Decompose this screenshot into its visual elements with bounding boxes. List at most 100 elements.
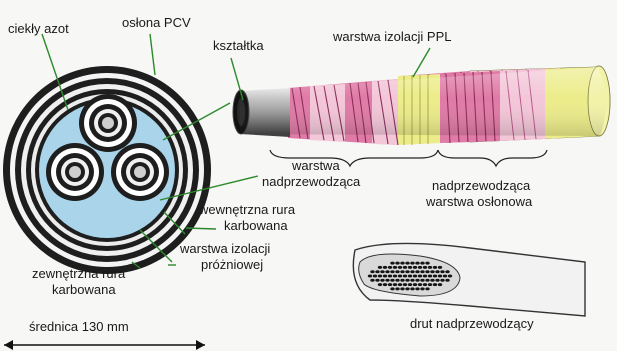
wire-filament	[405, 262, 409, 265]
wire-filament	[440, 279, 444, 282]
wire-filament	[390, 279, 394, 282]
wire-filament	[395, 287, 399, 290]
wire-filament	[400, 279, 404, 282]
label-outer-pipe-line1: zewnętrzna rura	[32, 266, 126, 281]
wire-filament	[438, 283, 442, 286]
label-shield-layer-line2: warstwa osłonowa	[425, 194, 533, 209]
wire-filament	[423, 266, 427, 269]
wire-filament	[423, 283, 427, 286]
wire-filament	[398, 283, 402, 286]
wire-filament	[398, 266, 402, 269]
wire-filament	[420, 287, 424, 290]
shield-layer-brace	[438, 150, 547, 166]
wire-filament	[445, 270, 449, 273]
wire-filament	[390, 262, 394, 265]
wire-filament	[420, 279, 424, 282]
wire-filament	[413, 275, 417, 278]
wire-filament	[400, 287, 404, 290]
label-inner-pipe-line2: karbowana	[224, 218, 288, 233]
wire-filament	[380, 279, 384, 282]
wire-filament	[435, 270, 439, 273]
wire-filament	[380, 270, 384, 273]
superconducting-wire	[353, 243, 585, 316]
wire-filament	[415, 279, 419, 282]
wire-filament	[408, 275, 412, 278]
wire-filament	[420, 262, 424, 265]
wire-filament	[425, 287, 429, 290]
wire-filament	[410, 270, 414, 273]
wire-filament	[388, 266, 392, 269]
label-shield-layer-line1: nadprzewodząca	[432, 178, 531, 193]
wire-filament	[383, 283, 387, 286]
wire-filament	[375, 270, 379, 273]
wire-filament	[403, 275, 407, 278]
label-superconducting-layer-line2: nadprzewodząca	[262, 174, 361, 189]
cable-core-top	[79, 94, 137, 152]
label-outer-pipe-line2: karbowana	[52, 282, 116, 297]
wire-filament	[393, 275, 397, 278]
wire-filament	[370, 279, 374, 282]
label-vacuum-insulation-line2: próżniowej	[201, 257, 263, 272]
wire-filament	[423, 275, 427, 278]
wire-filament	[383, 266, 387, 269]
wire-filament	[408, 283, 412, 286]
cable-core-right	[111, 143, 169, 201]
wire-filament	[420, 270, 424, 273]
label-diameter: średnica 130 mm	[29, 319, 129, 334]
label-superconducting-wire: drut nadprzewodzący	[410, 316, 534, 331]
wire-filament	[390, 287, 394, 290]
wire-filament	[415, 270, 419, 273]
label-vacuum-insulation-line1: warstwa izolacji	[179, 241, 270, 256]
wire-filament	[418, 266, 422, 269]
wire-filament	[395, 262, 399, 265]
wire-filament	[393, 266, 397, 269]
wire-filament	[430, 270, 434, 273]
wire-filament	[413, 283, 417, 286]
wire-filament	[433, 275, 437, 278]
wire-filament	[385, 270, 389, 273]
wire-filament	[435, 279, 439, 282]
label-superconducting-layer-line1: warstwa	[291, 158, 340, 173]
label-inner-pipe-line1: wewnętrzna rura	[198, 202, 296, 217]
wire-filament	[425, 262, 429, 265]
label-liquid-nitrogen: ciekły azot	[8, 21, 69, 36]
wire-filament	[388, 275, 392, 278]
wire-filament	[438, 266, 442, 269]
wire-filament	[373, 275, 377, 278]
wire-filament	[415, 262, 419, 265]
wire-filament	[393, 283, 397, 286]
wire-filament	[418, 275, 422, 278]
wire-filament	[370, 270, 374, 273]
label-former: kształtka	[213, 38, 264, 53]
wire-filament	[425, 270, 429, 273]
wire-filament	[415, 287, 419, 290]
wire-filament	[368, 275, 372, 278]
wire-filament	[395, 279, 399, 282]
cable-core-left	[46, 143, 104, 201]
wire-filament	[410, 287, 414, 290]
wire-filament	[448, 275, 452, 278]
wire-filament	[405, 279, 409, 282]
diameter-dimension	[4, 340, 205, 350]
wire-filament	[378, 283, 382, 286]
wire-filament	[405, 270, 409, 273]
wire-filament	[378, 275, 382, 278]
label-pvc-sheath: osłona PCV	[122, 15, 191, 30]
wire-filament	[440, 270, 444, 273]
wire-filament	[430, 279, 434, 282]
wire-filament	[390, 270, 394, 273]
wire-filament	[410, 279, 414, 282]
wire-filament	[418, 283, 422, 286]
wire-filament	[428, 275, 432, 278]
wire-filament	[385, 279, 389, 282]
wire-filament	[383, 275, 387, 278]
wire-filament	[428, 266, 432, 269]
wire-filament	[443, 275, 447, 278]
wire-filament	[428, 283, 432, 286]
wire-filament	[400, 270, 404, 273]
wire-filament	[425, 279, 429, 282]
wire-filament	[410, 262, 414, 265]
wire-filament	[405, 287, 409, 290]
label-ppl-insulation: warstwa izolacji PPL	[332, 29, 452, 44]
